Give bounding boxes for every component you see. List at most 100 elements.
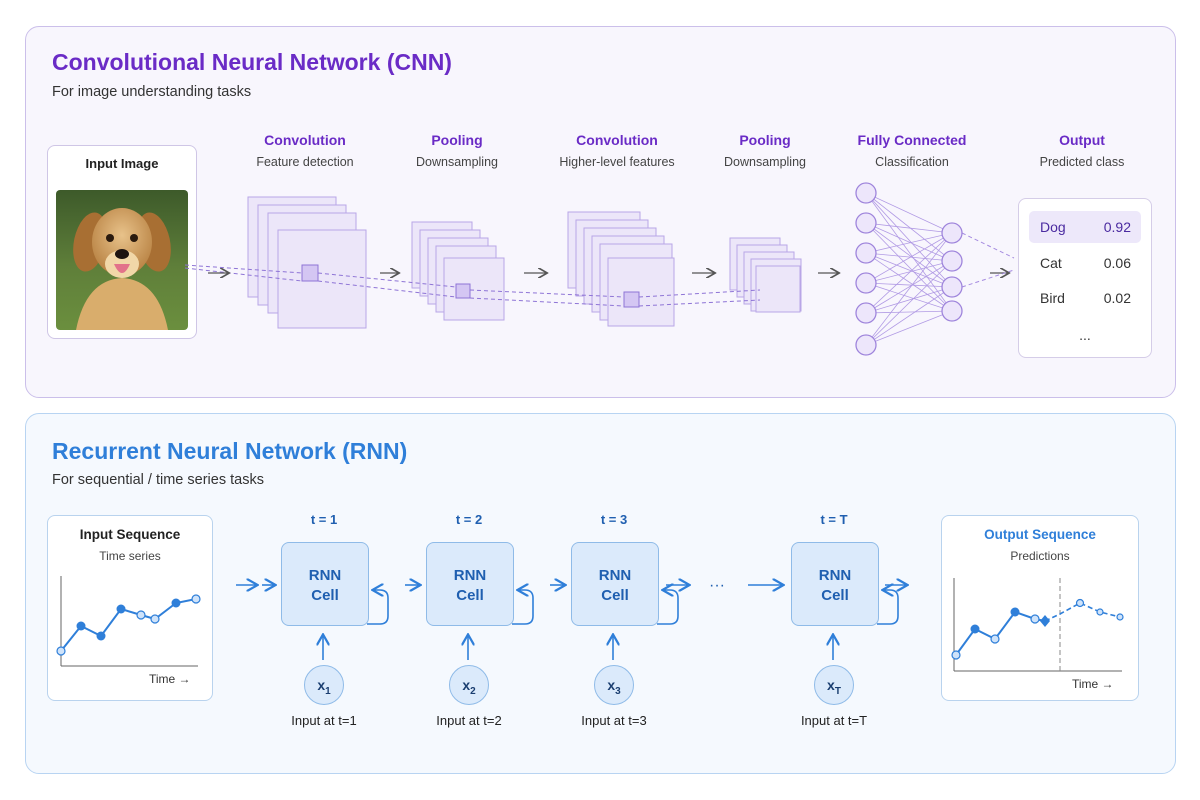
- data-point: [951, 650, 961, 660]
- recurrent-loop-icon: [877, 590, 899, 625]
- stage-title-pool1: Pooling: [431, 132, 483, 148]
- rnn-title: Recurrent Neural Network (RNN): [52, 438, 408, 464]
- neuron-node: [941, 276, 963, 298]
- rnn-cell-1: RNN Cell: [281, 542, 369, 626]
- data-point: [191, 594, 201, 604]
- data-point: [150, 614, 160, 624]
- data-point: [1096, 608, 1104, 616]
- data-point: [1075, 598, 1085, 608]
- input-sequence-sub: Time series: [99, 549, 161, 563]
- rnn-cell-label: RNN: [818, 567, 852, 584]
- feature-map-stack-pool2: [729, 237, 802, 313]
- input-node-subscript: 3: [615, 685, 621, 697]
- output-class: Bird: [1040, 290, 1065, 306]
- stage-title-output: Output: [1059, 132, 1105, 148]
- output-sequence-card: Output Sequence Predictions Time →: [941, 515, 1139, 701]
- dog-photo: [56, 190, 188, 330]
- input-node-subscript: T: [834, 685, 841, 697]
- rnn-cell-label: Cell: [821, 587, 849, 604]
- data-point: [56, 646, 66, 656]
- input-label: Input at t=T: [800, 713, 868, 728]
- input-arrows: [323, 636, 833, 660]
- output-class: Cat: [1040, 255, 1062, 271]
- data-point: [96, 631, 106, 641]
- feature-map-stack-pool1: [411, 221, 505, 321]
- stage-sub-pool2: Downsampling: [724, 155, 806, 169]
- data-point: [970, 624, 980, 634]
- recurrent-loops: [367, 590, 899, 625]
- neuron-node: [855, 182, 877, 204]
- data-point: [171, 598, 181, 608]
- input-sequence-title: Input Sequence: [79, 527, 181, 542]
- output-prob: 0.92: [1103, 219, 1131, 235]
- neuron-node: [941, 250, 963, 272]
- recurrent-loop-icon: [657, 590, 679, 625]
- stage-sub-conv2: Higher-level features: [559, 155, 675, 169]
- receptive-field-lines: [184, 264, 761, 307]
- fully-connected-layer: [855, 182, 1015, 356]
- data-point: [1040, 615, 1050, 627]
- input-sequence-card: Input Sequence Time series Time →: [47, 515, 213, 701]
- neuron-node: [855, 334, 877, 356]
- input-node-xT: xT: [814, 665, 854, 705]
- neuron-node: [941, 222, 963, 244]
- rnn-cell-T: RNN Cell: [791, 542, 879, 626]
- rnn-subtitle: For sequential / time series tasks: [52, 472, 264, 488]
- stage-sub-output: Predicted class: [1039, 155, 1125, 169]
- output-sequence-sub: Predictions: [1010, 549, 1070, 563]
- input-image-card: Input Image: [47, 145, 197, 339]
- sequence-ellipsis: ···: [709, 577, 725, 594]
- recurrent-loop-icon: [512, 590, 534, 625]
- output-time-axis-label: Time →: [1072, 677, 1114, 691]
- neuron-node: [855, 272, 877, 294]
- input-node-subscript: 2: [470, 685, 476, 697]
- input-node-symbol: x: [317, 677, 326, 693]
- output-row-cat: Cat 0.06: [1029, 247, 1141, 279]
- data-point: [1010, 607, 1020, 617]
- data-point: [1116, 613, 1124, 621]
- input-node-subscript: 1: [325, 685, 331, 697]
- input-node-x3: x3: [594, 665, 634, 705]
- input-node-symbol: x: [827, 677, 835, 693]
- rnn-cell-3: RNN Cell: [571, 542, 659, 626]
- input-label: Input at t=3: [581, 713, 647, 728]
- rnn-cell-label: RNN: [598, 567, 632, 584]
- neuron-node: [941, 300, 963, 322]
- input-node-symbol: x: [462, 677, 471, 693]
- time-step-label: t = 3: [600, 512, 628, 527]
- data-point: [136, 610, 146, 620]
- rnn-cell-2: RNN Cell: [426, 542, 514, 626]
- output-row-bird: Bird 0.02: [1029, 282, 1141, 314]
- output-sequence-title: Output Sequence: [984, 527, 1096, 542]
- time-step-label: t = 1: [310, 512, 338, 527]
- output-card: Dog 0.92 Cat 0.06 Bird 0.02 ...: [1018, 198, 1152, 358]
- stage-title-fc: Fully Connected: [857, 132, 967, 148]
- recurrent-loop-icon: [367, 590, 389, 625]
- data-point: [76, 621, 86, 631]
- input-node-symbol: x: [607, 677, 616, 693]
- cnn-diagram: [184, 182, 1015, 356]
- stage-title-pool2: Pooling: [739, 132, 791, 148]
- input-image-label: Input Image: [85, 156, 159, 171]
- neuron-node: [855, 242, 877, 264]
- neuron-node: [855, 212, 877, 234]
- output-prob: 0.02: [1103, 290, 1131, 306]
- data-point: [116, 604, 126, 614]
- rnn-cell-label: Cell: [601, 587, 629, 604]
- rnn-cell-label: Cell: [456, 587, 484, 604]
- output-row-dog: Dog 0.92: [1029, 211, 1141, 243]
- stage-sub-conv1: Feature detection: [256, 155, 354, 169]
- rnn-cell-label: RNN: [308, 567, 342, 584]
- rnn-cell-label: RNN: [453, 567, 487, 584]
- output-prob: 0.06: [1103, 255, 1131, 271]
- time-step-label: t = 2: [455, 512, 483, 527]
- feature-map-stack-conv2: [567, 211, 675, 327]
- input-sequence-chart: [56, 576, 201, 667]
- output-class: Dog: [1040, 219, 1066, 235]
- neuron-node: [855, 302, 877, 324]
- cnn-title: Convolutional Neural Network (CNN): [52, 49, 452, 75]
- stage-title-conv2: Convolution: [576, 132, 658, 148]
- output-more: ...: [1079, 327, 1091, 343]
- stage-title-conv1: Convolution: [264, 132, 346, 148]
